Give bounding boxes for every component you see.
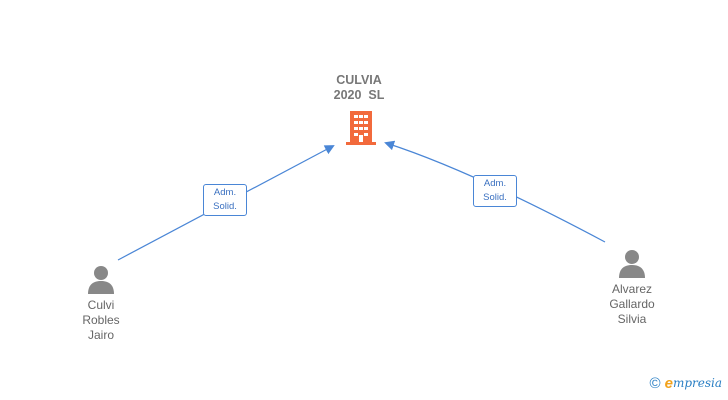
person-name: Alvarez Gallardo Silvia (587, 282, 677, 327)
person-name: Culvi Robles Jairo (56, 298, 146, 343)
role-badge-line: Adm. (483, 178, 507, 189)
person-node[interactable]: Alvarez Gallardo Silvia (587, 247, 677, 327)
role-badge-line: Solid. (213, 201, 237, 212)
person-name-line: Culvi (87, 298, 115, 312)
person-icon (619, 250, 645, 278)
person-name-line: Gallardo (609, 297, 655, 311)
brand-footer[interactable]: © e mpresia (650, 374, 722, 392)
role-badge[interactable]: Adm. Solid. (203, 184, 247, 216)
company-name-line1: CULVIA (336, 73, 382, 87)
person-icon (88, 266, 114, 294)
person-node[interactable]: Culvi Robles Jairo (56, 263, 146, 343)
person-name-line: Silvia (617, 312, 647, 326)
copyright-icon: © (649, 374, 661, 392)
role-badge-line: Adm. (213, 187, 237, 198)
person-name-line: Jairo (87, 328, 114, 342)
brand-logo-text: mpresia (672, 376, 722, 390)
company-name-line2: 2020 SL (333, 88, 385, 102)
role-badge-line: Solid. (483, 192, 507, 203)
role-badge[interactable]: Adm. Solid. (473, 175, 517, 207)
brand-logo-initial: e (664, 374, 673, 392)
person-name-line: Robles (82, 313, 120, 327)
building-icon[interactable] (346, 110, 376, 146)
person-name-line: Alvarez (611, 282, 652, 296)
company-name[interactable]: CULVIA 2020 SL (309, 73, 409, 103)
